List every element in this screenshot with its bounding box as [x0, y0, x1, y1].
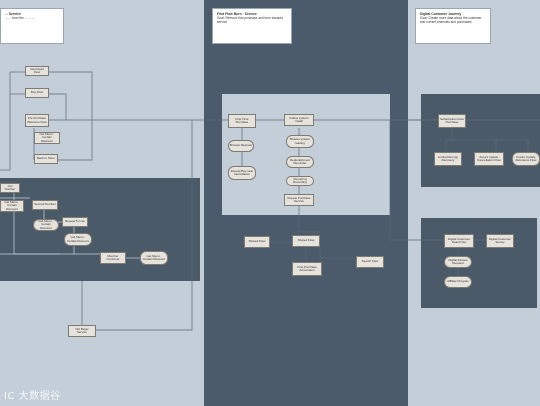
lane-note-middle: Find Flow Burn · Service Goal: Remove fi… [212, 8, 292, 44]
node-get-menu-4[interactable]: Get Menu · Certain Discount [64, 233, 92, 246]
node-not-buyer-service[interactable]: Not Buyer Service [68, 325, 96, 337]
node-digital-customer-survey[interactable]: Digital Customer Survey [486, 234, 514, 248]
node-future-update[interactable]: Future update Cancellation Flow [474, 152, 504, 166]
node-subscription-flow[interactable]: Subscription Flow Purchase [438, 114, 466, 128]
node-search-flow[interactable]: Search Flow [356, 256, 384, 268]
node-first-time-purchase[interactable]: First Time Purchase [228, 114, 256, 128]
node-download-flow[interactable]: Download Flow [25, 66, 49, 76]
lane-note-body: Goal: Create more data about the custome… [420, 16, 482, 25]
node-future-update-2[interactable]: Future Update Reference Flow [512, 152, 540, 166]
node-follow-system-install[interactable]: Follow system install [284, 114, 314, 126]
node-buy-flow[interactable]: Buy Flow [25, 88, 49, 98]
node-repeat-purchase[interactable]: Repeat Purchase Service [284, 194, 314, 206]
node-digital-customer-reach[interactable]: Digital Customer Reach Out [444, 234, 474, 248]
panel-digital-group [421, 218, 537, 308]
node-shared-flow-2[interactable]: Shared Flow [292, 235, 320, 247]
node-repeat-to-use[interactable]: Repeat To Use [62, 217, 88, 227]
node-replenishment-reminder[interactable]: Replenishment Reminder [286, 156, 314, 168]
lane-note-title: ... Service [5, 12, 21, 16]
node-browse-system-loading[interactable]: Browse system loading [286, 135, 314, 148]
lane-note-title: Find Flow Burn · Service [217, 12, 257, 16]
panel-subscription-group [421, 94, 540, 187]
lane-note-title: Digital Customer Journey [420, 12, 462, 16]
watermark-logo: IC 大数据谷 [4, 391, 61, 402]
node-get-menu-5[interactable]: Get Menu · Certain Discount [140, 251, 168, 265]
node-pre-purchase-flow[interactable]: Pre Purchase Welcome Flow [25, 114, 49, 127]
node-back-to-store[interactable]: Back to Store [34, 154, 58, 164]
lane-note-body: ... ... from the ... ... ... [5, 16, 35, 21]
lane-right [408, 0, 540, 406]
node-limited-energy[interactable]: Limited Energy Recovery [434, 152, 462, 166]
node-member-customer[interactable]: Member Customer [100, 252, 126, 264]
node-affiliate-program[interactable]: Affiliate Program [444, 276, 472, 288]
node-opt-number[interactable]: Opt Number [0, 183, 20, 193]
node-recurring-recording[interactable]: Recurring Recording [286, 176, 314, 186]
node-digital-review[interactable]: Digital Review Request [444, 256, 472, 268]
lane-note-body: Goal: Remove find purchase and form towa… [217, 16, 283, 25]
lane-note-right: Digital Customer Journey Goal: Create mo… [415, 8, 491, 44]
node-get-menu-1[interactable]: Get Menu · Certain Discount [34, 132, 60, 144]
node-get-menu-3[interactable]: Get Menu · Certain Discount [33, 219, 59, 231]
lane-note-left: ... Service ... ... from the ... ... ... [0, 8, 64, 44]
node-first-purchase-automation[interactable]: First Purchase Automation [292, 262, 322, 276]
node-get-menu-2[interactable]: Get Menu · Certain Discount [0, 200, 24, 212]
node-shared-flow[interactable]: Shared Flow [244, 236, 270, 248]
node-repeat-buy[interactable]: Repeat Buy near cancellation [228, 166, 256, 180]
node-browse-request[interactable]: Browse Request [228, 140, 254, 152]
panel-retention-group [0, 178, 200, 281]
node-second-number[interactable]: Second Number [32, 200, 58, 210]
